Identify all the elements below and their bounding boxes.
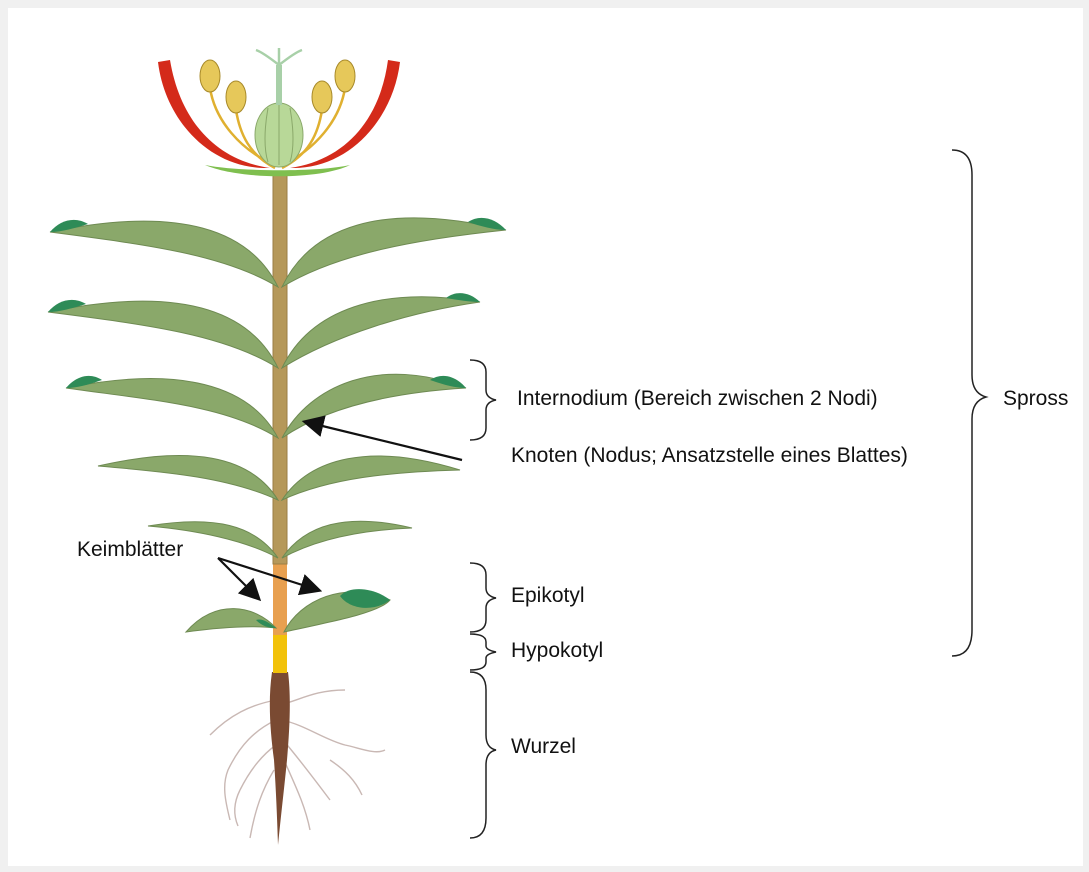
label-spross: Spross <box>1003 388 1068 409</box>
epicotyl-segment <box>273 562 287 635</box>
label-wurzel: Wurzel <box>511 736 576 757</box>
style <box>276 65 282 105</box>
hypocotyl-segment <box>273 635 287 673</box>
label-hypokotyl: Hypokotyl <box>511 640 603 661</box>
label-internodium: Internodium (Bereich zwischen 2 Nodi) <box>517 388 878 409</box>
label-knoten: Knoten (Nodus; Ansatzstelle eines Blatte… <box>511 445 908 466</box>
label-epikotyl: Epikotyl <box>511 585 585 606</box>
stem <box>273 172 287 564</box>
label-keimblaetter: Keimblätter <box>77 539 183 560</box>
